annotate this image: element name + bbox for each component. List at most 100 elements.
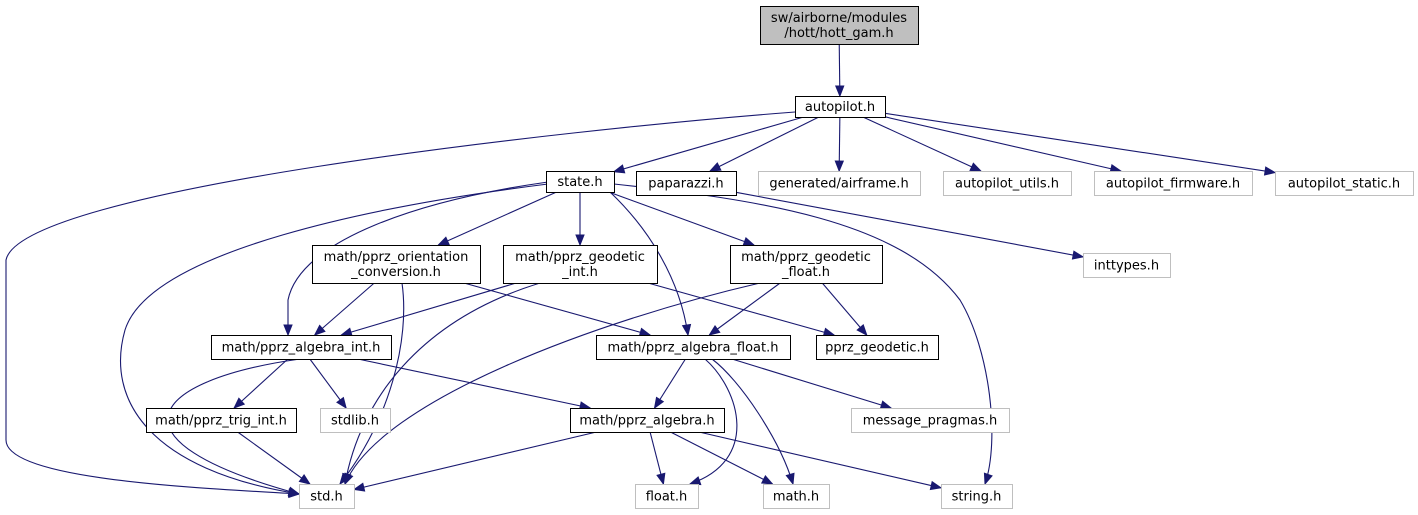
node-paparazzi[interactable]: paparazzi.h xyxy=(636,171,737,196)
node-box xyxy=(941,484,1013,509)
arrowhead-alg_float-to-float xyxy=(688,476,702,486)
node-box xyxy=(760,6,919,45)
node-std: std.h xyxy=(299,484,355,509)
arrowhead-hott_gam-to-autopilot xyxy=(835,85,845,98)
edge-geo_int-to-std xyxy=(344,282,541,485)
node-box xyxy=(816,335,939,360)
node-alg_float[interactable]: math/pprz_algebra_float.h xyxy=(596,335,791,360)
arrowhead-geo_float-to-pprz_geodetic xyxy=(856,323,868,337)
node-label: sw/airborne/modules xyxy=(771,11,907,26)
arrowhead-state-to-alg_float xyxy=(681,323,692,337)
edge-autopilot-to-state xyxy=(613,116,804,173)
arrowhead-state-to-string xyxy=(983,472,993,486)
node-label: autopilot_utils.h xyxy=(955,177,1059,192)
node-box xyxy=(763,484,830,509)
edge-alg_int-to-alg xyxy=(357,358,591,409)
nodes-layer: sw/airborne/modules/hott/hott_gam.hautop… xyxy=(146,6,1414,509)
node-inttypes: inttypes.h xyxy=(1083,253,1171,278)
node-label: math/pprz_orientation xyxy=(324,250,469,265)
arrowhead-state-to-alg_int xyxy=(283,324,293,337)
arrowhead-trig_int-to-std xyxy=(298,474,311,485)
edges-layer xyxy=(5,43,1277,499)
node-box xyxy=(851,408,1010,433)
node-state[interactable]: state.h xyxy=(546,171,615,193)
node-label: state.h xyxy=(557,175,602,190)
arrowhead-alg-to-std xyxy=(352,482,366,492)
edge-alg_int-to-trig_int xyxy=(233,358,289,409)
edge-geo_float-to-pprz_geodetic xyxy=(821,282,868,336)
node-geo_int[interactable]: math/pprz_geodetic_int.h xyxy=(503,245,658,284)
node-label: math/pprz_geodetic xyxy=(741,250,871,265)
node-box xyxy=(320,408,391,433)
node-box xyxy=(636,171,737,196)
edge-state-to-geo_float xyxy=(608,191,755,246)
node-label: math/pprz_algebra.h xyxy=(579,414,714,429)
arrowhead-alg_float-to-msg_pragmas xyxy=(879,400,893,410)
edge-alg-to-std xyxy=(353,431,597,491)
arrowhead-alg_int-to-std xyxy=(287,486,301,496)
node-box xyxy=(596,335,791,360)
edge-paparazzi-to-inttypes xyxy=(735,191,1084,258)
node-stdlib: stdlib.h xyxy=(320,408,391,433)
node-alg_int[interactable]: math/pprz_algebra_int.h xyxy=(211,335,392,360)
edge-geo_float-to-alg_float xyxy=(709,282,781,336)
node-box xyxy=(943,171,1072,196)
node-label: autopilot_static.h xyxy=(1288,177,1400,192)
edge-geo_int-to-pprz_geodetic xyxy=(647,282,835,336)
arrowhead-autopilot-to-state xyxy=(612,164,626,174)
node-label: /hott/hott_gam.h xyxy=(784,26,893,41)
edge-autopilot-to-ap_static xyxy=(884,112,1276,174)
arrowhead-autopilot-to-airframe xyxy=(834,160,845,173)
edge-state-to-alg_float xyxy=(609,191,689,336)
edge-trig_int-to-std xyxy=(237,431,311,485)
arrowhead-alg-to-string xyxy=(929,480,943,491)
node-box xyxy=(730,245,883,284)
node-label: _conversion.h xyxy=(350,265,441,280)
node-label: math/pprz_trig_int.h xyxy=(155,414,287,429)
edge-alg-to-math xyxy=(670,431,773,485)
node-label: autopilot.h xyxy=(805,100,875,115)
node-box xyxy=(570,408,725,433)
arrowhead-state-to-geo_float xyxy=(742,236,756,246)
node-float: float.h xyxy=(635,484,699,509)
arrowhead-alg_float-to-alg xyxy=(653,396,665,410)
node-label: _float.h xyxy=(781,265,830,280)
node-pprz_geodetic[interactable]: pprz_geodetic.h xyxy=(816,335,939,360)
node-label: string.h xyxy=(952,490,1002,505)
edge-state-to-std xyxy=(120,183,549,495)
node-geo_float[interactable]: math/pprz_geodetic_float.h xyxy=(730,245,883,284)
node-label: math/pprz_geodetic xyxy=(515,250,645,265)
arrowhead-alg_float-to-math xyxy=(785,472,795,486)
node-box xyxy=(795,96,886,118)
node-trig_int[interactable]: math/pprz_trig_int.h xyxy=(146,408,297,433)
node-hott_gam[interactable]: sw/airborne/modules/hott/hott_gam.h xyxy=(760,6,919,45)
node-ap_utils: autopilot_utils.h xyxy=(943,171,1072,196)
node-box xyxy=(312,245,481,284)
node-box xyxy=(146,408,297,433)
node-autopilot[interactable]: autopilot.h xyxy=(795,96,886,118)
node-label: std.h xyxy=(310,490,343,505)
node-box xyxy=(635,484,699,509)
node-box xyxy=(546,171,615,193)
node-alg[interactable]: math/pprz_algebra.h xyxy=(570,408,725,433)
arrowhead-autopilot-to-paparazzi xyxy=(708,162,722,172)
node-label: float.h xyxy=(646,490,688,505)
node-label: paparazzi.h xyxy=(648,177,723,192)
node-box xyxy=(1275,171,1414,196)
node-label: autopilot_firmware.h xyxy=(1106,177,1240,192)
arrowhead-alg_int-to-stdlib xyxy=(336,396,347,410)
arrowhead-paparazzi-to-inttypes xyxy=(1071,250,1085,260)
edge-alg_float-to-float xyxy=(689,358,738,485)
edge-alg-to-string xyxy=(698,431,942,489)
edge-autopilot-to-paparazzi xyxy=(709,116,820,172)
edge-orient-to-alg_float xyxy=(463,282,651,336)
node-box xyxy=(503,245,658,284)
edge-alg_float-to-math xyxy=(711,358,794,485)
node-box xyxy=(211,335,392,360)
edge-geo_int-to-alg_int xyxy=(341,282,517,336)
edge-autopilot-to-ap_firmware xyxy=(884,116,1121,172)
edge-orient-to-alg_int xyxy=(314,282,375,336)
edge-orient-to-std xyxy=(339,282,405,485)
node-label: math/pprz_algebra_int.h xyxy=(222,341,381,356)
node-orient[interactable]: math/pprz_orientation_conversion.h xyxy=(312,245,481,284)
